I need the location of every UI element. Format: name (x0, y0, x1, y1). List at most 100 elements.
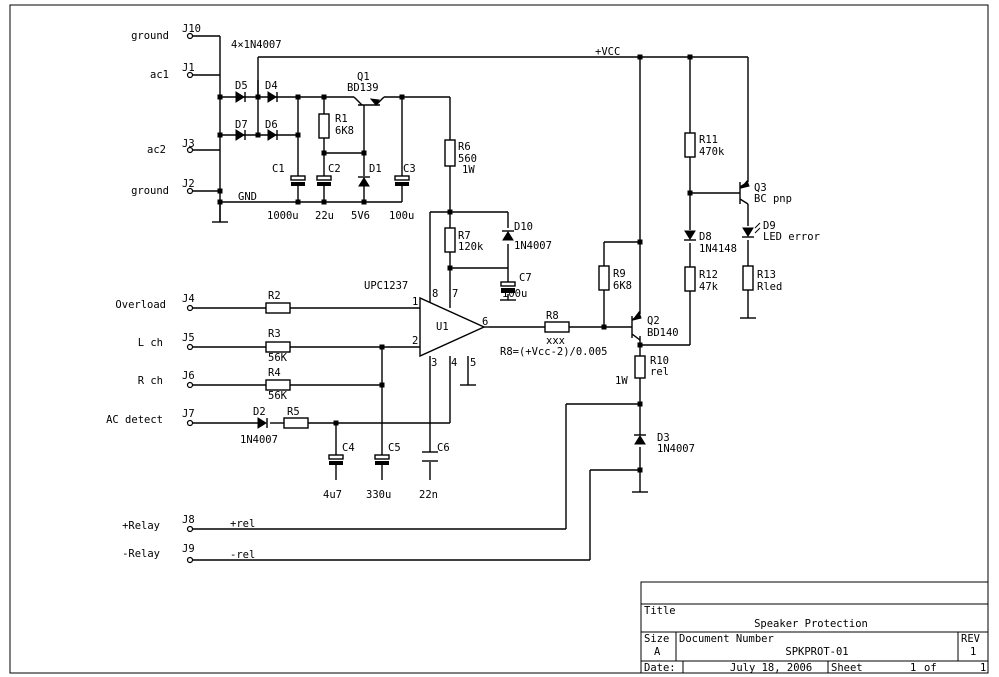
c1-value: 1000u (267, 210, 299, 222)
j1-net-label: ac1 (150, 69, 169, 81)
u1-pin-1: 1 (412, 296, 418, 308)
j6-ref: J6 (182, 370, 195, 382)
date-value: July 18, 2006 (730, 662, 812, 674)
r4-body (265, 379, 291, 391)
r12-ref: R12 (699, 269, 718, 281)
q1-value: BD139 (347, 82, 379, 94)
j1-ref: J1 (182, 62, 195, 74)
r8-value: xxx (546, 335, 565, 347)
c7-cap-symbol (500, 281, 516, 293)
j2-net-label: ground (131, 185, 169, 197)
c1-ref: C1 (272, 163, 285, 175)
r11-ref: R11 (699, 134, 718, 146)
capacitors-input (328, 451, 438, 465)
q1-ref: Q1 (357, 71, 370, 83)
j8-ref: J8 (182, 514, 195, 526)
rel-plus-wire-label: +rel (230, 518, 255, 530)
d1-ref: D1 (369, 163, 382, 175)
r6-body (444, 139, 456, 167)
rel-minus-wire-label: -rel (230, 549, 255, 561)
c2-ref: C2 (328, 163, 341, 175)
d9-led-symbol (742, 222, 761, 238)
d6-diode-symbol (267, 129, 277, 141)
r8-ref: R8 (546, 310, 559, 322)
r5-body (283, 417, 309, 429)
d2-ref: D2 (253, 406, 266, 418)
r11-value: 470k (699, 146, 725, 158)
sheet-border (9, 4, 989, 674)
r10-value: rel (650, 366, 669, 378)
title-label: Title (644, 605, 676, 617)
j4-ref: J4 (182, 293, 195, 305)
j9-net-label: -Relay (122, 548, 160, 560)
q3-value: BC pnp (754, 193, 792, 205)
j5-ref: J5 (182, 332, 195, 344)
date-label: Date: (644, 662, 676, 674)
j3-net-label: ac2 (147, 144, 166, 156)
bridge-note: 4×1N4007 (231, 39, 282, 51)
d10-value: 1N4007 (514, 240, 552, 252)
size-label: Size (644, 633, 669, 645)
u1-pin-4: 4 (451, 357, 457, 369)
u1-value: UPC1237 (364, 280, 408, 292)
rev-label: REV (961, 633, 981, 645)
vcc-net-label: +VCC (595, 46, 620, 58)
d8-value: 1N4148 (699, 243, 737, 255)
j2-ref: J2 (182, 178, 195, 190)
u1-pin-3: 3 (431, 357, 437, 369)
u1-pin-5: 5 (470, 357, 476, 369)
d1-value: 5V6 (351, 210, 370, 222)
u1-comparator-symbol (419, 296, 489, 358)
u1-pin-8: 8 (432, 288, 438, 300)
d4-ref: D4 (265, 80, 278, 92)
c7-ref: C7 (519, 272, 532, 284)
gnd-net-label: GND (238, 191, 257, 203)
r10-power: 1W (615, 375, 628, 387)
d8-ref: D8 (699, 231, 712, 243)
d5-diode-symbol (235, 91, 245, 103)
q2-ref: Q2 (647, 315, 660, 327)
q2-transistor-symbol (631, 310, 642, 341)
r12-value: 47k (699, 281, 719, 293)
j6-net-label: R ch (138, 375, 163, 387)
d7-diode-symbol (235, 129, 245, 141)
sheet-number: 1 (910, 662, 916, 674)
j4-net-label: Overload (115, 299, 166, 311)
c5-ref: C5 (388, 442, 401, 454)
r11-body (684, 132, 696, 158)
j10-ref: J10 (182, 23, 201, 35)
j7-net-label: AC detect (106, 414, 163, 426)
c3-value: 100u (389, 210, 414, 222)
d2-diode-symbol (257, 417, 268, 429)
r13-body (742, 265, 754, 291)
connector-pins (186, 32, 194, 564)
resistors (265, 113, 754, 429)
r7-value: 120k (458, 241, 484, 253)
d9-ref: D9 (763, 220, 776, 232)
capacitors-power (290, 175, 410, 186)
r13-value: Rled (757, 281, 782, 293)
d6-ref: D6 (265, 119, 278, 131)
d2-value: 1N4007 (240, 434, 278, 446)
junction-dots (217, 54, 693, 473)
docnum-value: SPKPROT-01 (785, 646, 848, 658)
d8-diode-symbol (684, 230, 696, 241)
r6-ref: R6 (458, 141, 471, 153)
r2-body (265, 302, 291, 314)
document-title: Speaker Protection (754, 618, 868, 630)
r13-ref: R13 (757, 269, 776, 281)
d7-ref: D7 (235, 119, 248, 131)
d3-ref: D3 (657, 432, 670, 444)
r1-value: 6K8 (335, 125, 354, 137)
r1-body (318, 113, 330, 139)
d3-value: 1N4007 (657, 443, 695, 455)
d4-diode-symbol (267, 91, 277, 103)
j10-net-label: ground (131, 30, 169, 42)
bridge-diodes (235, 91, 278, 141)
r4-value: 56K (268, 390, 288, 402)
title-block (640, 581, 989, 674)
r3-value: 56K (268, 352, 288, 364)
c5-value: 330u (366, 489, 391, 501)
